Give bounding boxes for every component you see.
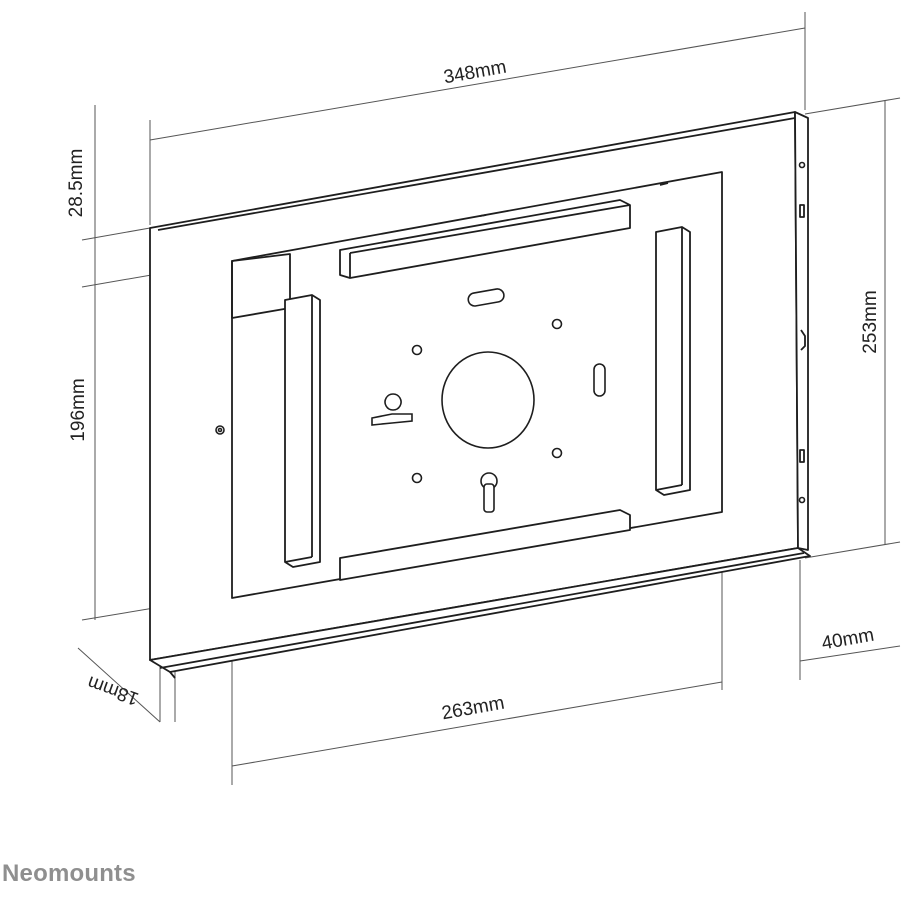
bottom-keyhole-slot [483, 483, 495, 513]
dim-line-40 [799, 645, 901, 662]
side-hole-2 [798, 496, 806, 504]
mount-plate [149, 111, 811, 679]
label-263mm: 263mm [440, 693, 506, 725]
ext-line-18-a [77, 647, 161, 723]
dim-line-263 [231, 681, 723, 767]
ext-line-top-edge [81, 227, 151, 241]
vesa-hole-bottom-right [551, 447, 563, 459]
right-vertical-rail [655, 226, 691, 496]
top-slot [467, 288, 505, 307]
brand-logo-text: Neomounts [2, 860, 136, 887]
left-keyhole-head [384, 393, 402, 411]
side-edge-slots [798, 161, 806, 504]
label-253mm: 253mm [860, 290, 881, 353]
ext-line-right-top-edge [804, 97, 901, 115]
vesa-hole-top-left [411, 344, 423, 356]
side-slot-2 [799, 449, 805, 463]
side-notch [800, 329, 806, 351]
left-rail-bottom [284, 556, 313, 563]
label-40mm: 40mm [820, 625, 876, 655]
side-slot-1 [799, 204, 805, 218]
right-rail-bottom [655, 484, 683, 491]
bottom-rail [339, 509, 631, 581]
vesa-hole-bottom-left [411, 472, 423, 484]
left-keyhole-slot [371, 413, 413, 426]
ext-line-right-bottom-edge [804, 541, 901, 559]
top-rail [339, 199, 631, 279]
label-196mm: 196mm [68, 378, 89, 441]
bottom-lip-corner [169, 671, 176, 679]
left-vertical-rail [284, 294, 321, 568]
plate-top-inner-edge [157, 117, 796, 231]
label-18mm: 18mm [85, 671, 142, 709]
label-348mm: 348mm [442, 57, 508, 89]
right-slot [593, 363, 606, 397]
top-rail-edge [349, 204, 631, 254]
inner-top-marks [479, 182, 669, 217]
side-hole-1 [798, 161, 806, 169]
label-28-5mm: 28.5mm [66, 149, 87, 218]
bottom-lip-line [159, 552, 805, 669]
center-hole-pattern [371, 288, 606, 513]
center-large-hole [441, 351, 535, 449]
left-screw-hole-inner [217, 427, 223, 433]
dim-line-348 [149, 27, 806, 141]
vesa-hole-top-right [551, 318, 563, 330]
